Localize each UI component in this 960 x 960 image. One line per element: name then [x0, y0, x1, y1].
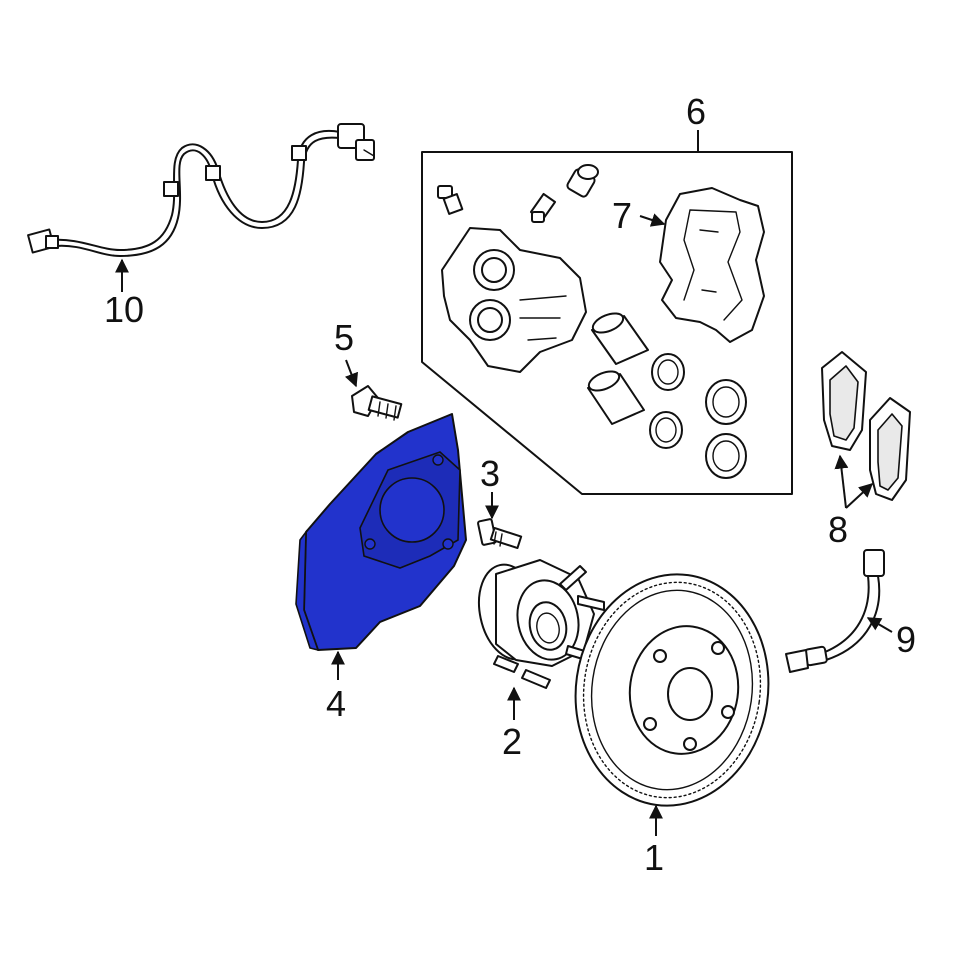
brake-rotor[interactable]: [561, 562, 783, 818]
brake-pads[interactable]: [821, 351, 911, 501]
leader-8b: [845, 483, 874, 509]
leader-9: [866, 617, 893, 633]
abs-sensor-harness[interactable]: [27, 123, 375, 257]
callout-3: 3: [480, 453, 500, 494]
callout-8: 8: [828, 509, 848, 550]
pin-boot[interactable]: [566, 164, 599, 198]
caliper-bracket[interactable]: [659, 187, 765, 343]
splash-shield[interactable]: [295, 413, 467, 652]
callout-4: 4: [326, 683, 346, 724]
shield-bolt[interactable]: [351, 385, 403, 421]
callout-9: 9: [896, 619, 916, 660]
hub-bearing-assembly[interactable]: [471, 559, 605, 689]
callout-6: 6: [686, 91, 706, 132]
leader-8a: [834, 454, 849, 509]
bleeder-bolt[interactable]: [437, 185, 464, 215]
leader-7: [639, 213, 666, 227]
callout-10: 10: [104, 289, 144, 330]
wheel-stud[interactable]: [477, 518, 523, 550]
brake-hose[interactable]: [785, 549, 885, 673]
caliper-body[interactable]: [441, 227, 587, 373]
callout-7: 7: [612, 195, 632, 236]
guide-pin[interactable]: [529, 192, 557, 223]
callout-1: 1: [644, 837, 664, 878]
caliper-piston-upper[interactable]: [590, 310, 649, 365]
callout-5: 5: [334, 317, 354, 358]
leader-5: [344, 359, 359, 388]
caliper-assembly-box: [421, 151, 793, 495]
caliper-piston-lower[interactable]: [586, 368, 645, 425]
piston-seals[interactable]: [649, 353, 747, 479]
callout-2: 2: [502, 721, 522, 762]
